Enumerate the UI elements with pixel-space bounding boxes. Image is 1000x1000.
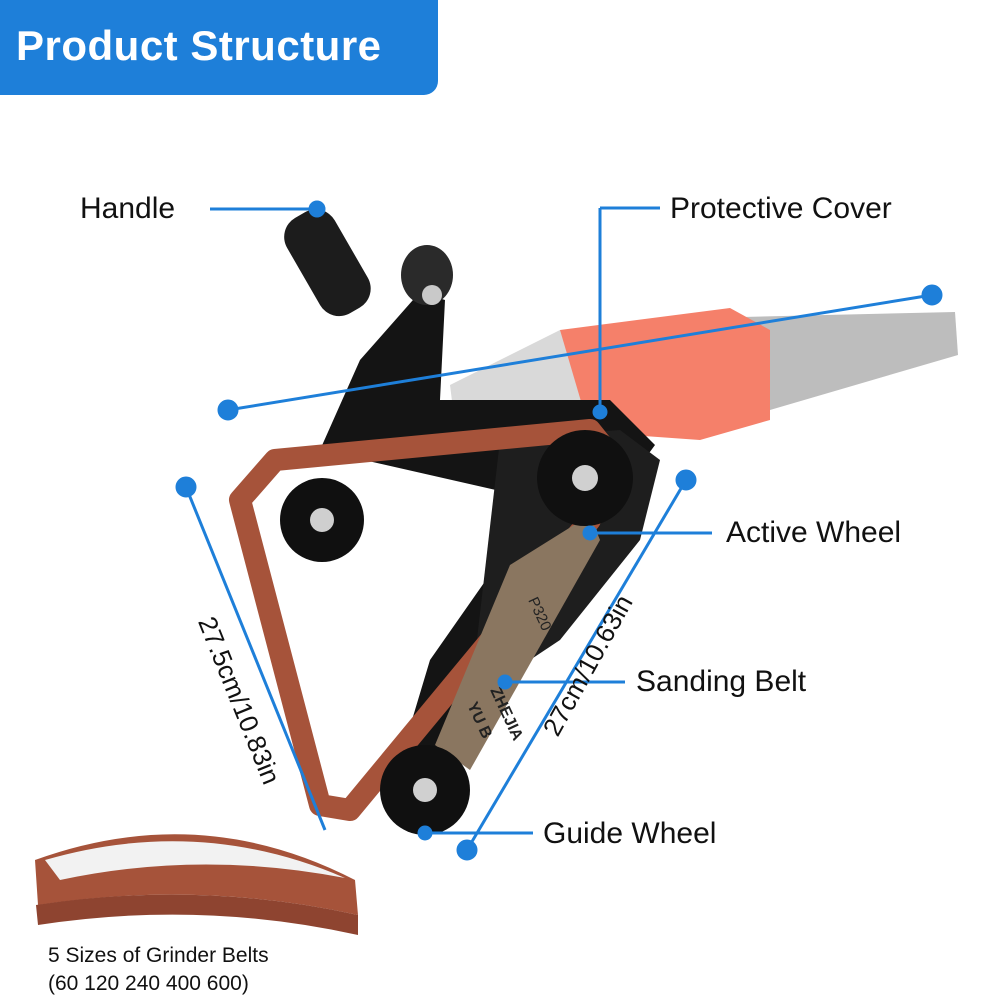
handle-part	[284, 209, 453, 317]
spare-belts	[35, 834, 358, 935]
belt-sizes-line1: 5 Sizes of Grinder Belts	[48, 944, 269, 967]
label-guide-wheel: Guide Wheel	[543, 817, 717, 850]
label-handle: Handle	[80, 192, 176, 225]
label-protective-cover: Protective Cover	[670, 192, 892, 225]
title-badge: Product Structure	[0, 0, 438, 95]
left-pulley	[280, 478, 364, 562]
page-title: Product Structure	[16, 22, 382, 69]
active-wheel-part	[537, 430, 633, 526]
label-sanding-belt: Sanding Belt	[636, 665, 807, 698]
guide-wheel-part	[380, 745, 470, 835]
callout-lines	[175, 200, 943, 861]
label-active-wheel: Active Wheel	[726, 516, 902, 549]
belt-sizes-line2: (60 120 240 400 600)	[48, 972, 249, 995]
